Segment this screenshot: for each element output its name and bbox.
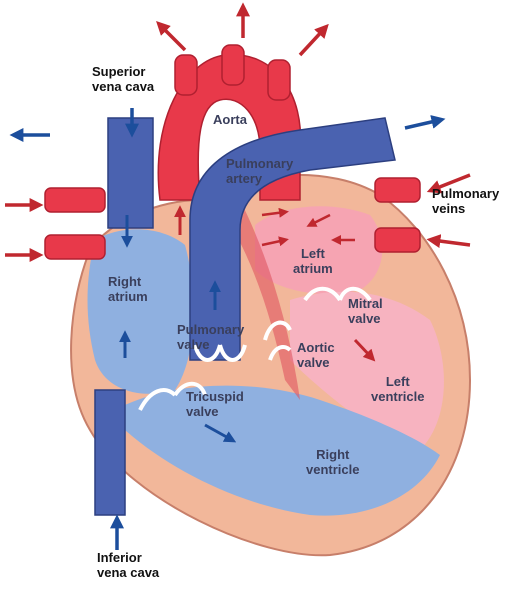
label-aortic-valve: Aortic valve <box>297 340 335 370</box>
label-pulmonary-veins: Pulmonary veins <box>432 186 500 216</box>
label-right-ventricle: Right ventricle <box>306 447 360 477</box>
aorta-branch <box>221 44 245 86</box>
label-inferior-vena-cava: Inferior vena cava <box>97 550 160 580</box>
right-atrium-chamber <box>87 229 194 394</box>
flow-arrow-blue <box>404 115 446 130</box>
aorta-branch <box>174 54 198 96</box>
aorta-branch <box>267 59 291 101</box>
label-mitral-valve: Mitral valve <box>348 296 383 326</box>
right-pulmonary-vessel <box>44 234 106 260</box>
label-tricuspid-valve: Tricuspid valve <box>186 389 244 419</box>
left-ventricle-chamber <box>290 291 444 450</box>
flow-arrow-blue <box>204 423 237 443</box>
flow-arrow-red <box>261 236 289 247</box>
label-pulmonary-valve: Pulmonary valve <box>177 322 245 352</box>
label-left-atrium: Left atrium <box>293 246 333 276</box>
flow-arrow-red <box>261 207 289 218</box>
pulmonary-vein <box>374 177 421 203</box>
right-pulmonary-vessel <box>44 187 106 213</box>
aortic-valve-shape <box>263 320 292 361</box>
label-superior-vena-cava: Superior vena cava <box>92 64 155 94</box>
flow-arrow-red <box>426 173 471 194</box>
pulmonary-vein <box>374 227 421 253</box>
pulmonary-artery-vessel <box>189 117 396 361</box>
right-ventricle-chamber <box>125 385 440 516</box>
pulmonary-valve-shape <box>193 344 247 362</box>
label-pulmonary-artery: Pulmonary artery <box>226 156 294 186</box>
flow-arrow-red <box>353 338 376 362</box>
superior-vena-cava-vessel <box>107 117 154 229</box>
tricuspid-valve-shape <box>138 381 207 411</box>
inferior-vena-cava-vessel <box>94 389 126 516</box>
flow-arrow-red <box>156 21 187 52</box>
flow-arrow-red <box>426 234 471 249</box>
label-aorta: Aorta <box>213 112 247 127</box>
label-right-atrium: Right atrium <box>108 274 148 304</box>
flow-arrow-red <box>306 213 331 227</box>
flow-arrow-red <box>298 23 329 57</box>
label-left-ventricle: Left ventricle <box>371 374 425 404</box>
left-atrium-chamber <box>255 206 383 294</box>
mitral-valve-shape <box>303 286 372 302</box>
